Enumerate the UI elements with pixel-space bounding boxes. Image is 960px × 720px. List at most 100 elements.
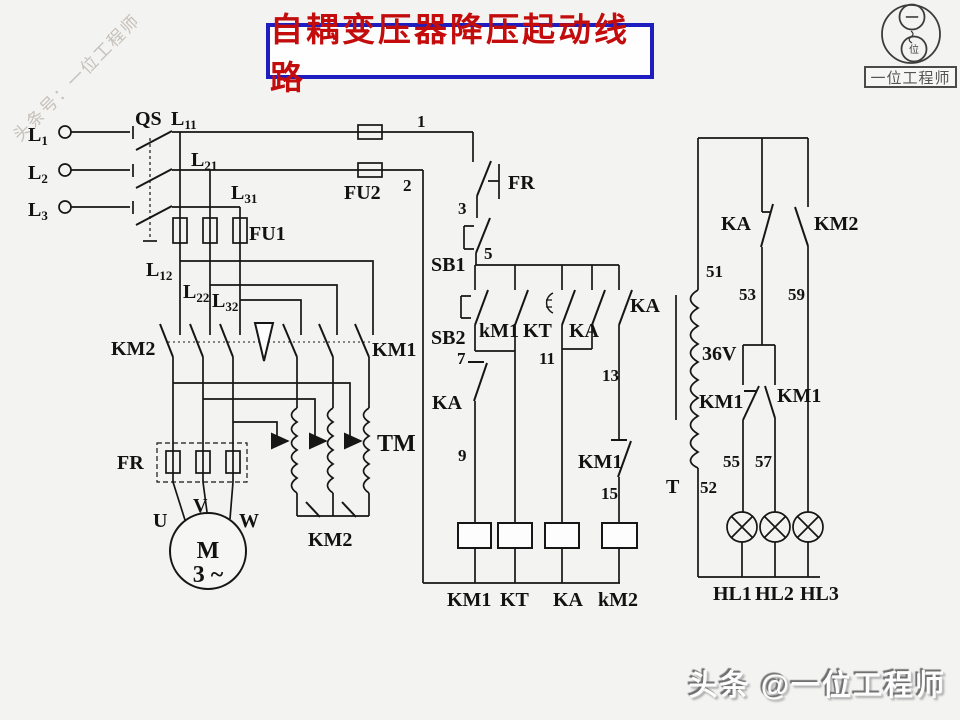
fr-heater-1 [165,450,181,474]
lamp-km1-no-contact [764,385,776,419]
label-coil-ka: KA [553,589,584,611]
label-36v: 36V [702,343,737,365]
label-n51: 51 [706,262,723,281]
logo-icon [881,3,941,64]
label-n7: 7 [457,349,466,368]
label-coil-km2: kM2 [598,589,638,611]
label-km1-nc: KM1 [578,451,622,473]
fuse-fu1-3 [232,217,248,244]
sb2-contact [474,289,489,326]
label-n3: 3 [458,199,467,218]
label-ka-right: KA [630,295,661,317]
label-w: W [239,510,259,532]
lamp-km1-nc-contact [742,385,760,421]
label-l11: L11 [171,108,197,132]
tm-coil-2 [326,407,335,494]
label-km1-no: kM1 [479,320,519,342]
terminal-l2 [58,163,72,177]
label-hl3: HL3 [800,583,839,605]
delta-symbol [253,322,275,362]
label-n1: 1 [417,112,426,131]
coil-ka [544,522,580,549]
label-sb2: SB2 [431,327,465,349]
label-fr-main: FR [117,452,144,474]
label-m: M [197,538,220,564]
label-l2: L2 [28,162,48,186]
label-n57: 57 [755,452,773,471]
logo-name-plate: 一位工程师 [864,66,957,88]
coil-km2 [601,522,638,549]
km2-main-contacts [159,323,234,358]
label-n59: 59 [788,285,805,304]
fr-heater-2 [195,450,211,474]
label-l3: L3 [28,199,48,223]
tm-coil-1 [290,407,299,494]
label-l21: L21 [191,149,217,173]
logo-bottom-char: 位 [909,43,919,56]
label-tm: TM [377,431,416,457]
fuse-fu2-2 [357,162,383,178]
label-l12: L12 [146,259,172,283]
terminal-l3 [58,200,72,214]
page-title: 自耦变压器降压起动线路 [270,13,630,97]
label-l1: L1 [28,124,48,148]
label-n15: 15 [601,484,618,503]
kt-contact [561,289,576,326]
tm-coil-3 [362,407,371,494]
title-box: 自耦变压器降压起动线路 [266,13,654,97]
coil-kt [497,522,533,549]
label-km2-star: KM2 [308,529,352,551]
ka-no-contact [591,289,606,326]
label-n5: 5 [484,244,493,263]
ka-right-contact [618,289,633,326]
label-fu2: FU2 [344,182,381,204]
label-l31: L31 [231,182,257,206]
label-hl1: HL1 [713,583,752,605]
terminal-l1 [58,125,72,139]
label-km2-bank: KM2 [111,338,155,360]
label-kt-contact: KT [523,320,553,342]
label-sb1: SB1 [431,254,465,276]
fr-nc-contact [476,160,492,197]
label-fr-contact: FR [508,172,535,194]
label-n13: 13 [602,366,619,385]
label-n55: 55 [723,452,740,471]
label-km1-bank: KM1 [372,339,416,361]
label-km1-left: KM1 [699,391,743,413]
fr-box [156,442,248,483]
qs-blades [135,130,173,226]
label-l22: L22 [183,281,209,305]
label-u: U [153,510,167,532]
label-ka-nc: KA [432,392,463,414]
label-l32: L32 [212,290,238,314]
label-ka-contact: KA [569,320,600,342]
fr-heater-3 [225,450,241,474]
label-t: T [666,476,680,498]
km2-star-contacts [305,501,357,518]
fuse-fu1-1 [172,217,188,244]
lamp-km2-contact [794,206,809,247]
fuse-fu1-2 [202,217,218,244]
credit-text: 头条 @一位工程师 [688,670,946,702]
label-phase: 3 ~ [193,562,224,588]
label-hl2: HL2 [755,583,794,605]
label-lamp-ka: KA [721,213,752,235]
label-lamp-km2: KM2 [814,213,858,235]
label-n9: 9 [458,446,467,465]
sb1-contact [475,217,491,254]
label-coil-km1: KM1 [447,589,491,611]
label-fu1: FU1 [249,223,286,245]
label-n2: 2 [403,176,412,195]
lamp-ka-nc-contact [760,203,774,248]
label-n52: 52 [700,478,717,497]
label-n53: 53 [739,285,756,304]
label-qs: QS [135,108,162,130]
label-v: V [193,495,208,517]
km1-main-contacts [282,323,370,358]
labels: L1 L2 L3 QS L11 L21 L31 FU1 FU2 L12 L22 … [28,108,858,611]
wires [58,124,824,590]
label-coil-kt: KT [500,589,530,611]
ka-nc-contact [468,361,488,402]
